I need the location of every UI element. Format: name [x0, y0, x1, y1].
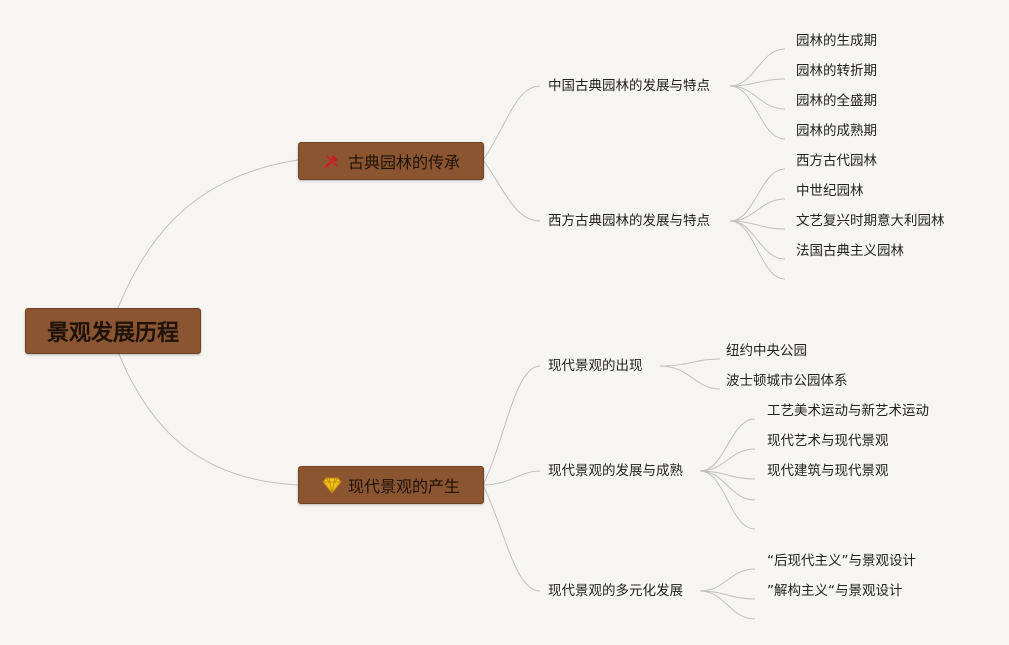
subtopic-item[interactable]: 西方古代园林: [796, 153, 877, 169]
subtopic-item[interactable]: 园林的全盛期: [796, 93, 877, 109]
topic-chinese-classical-gardens[interactable]: 中国古典园林的发展与特点: [548, 78, 710, 94]
subtopic-item[interactable]: 工艺美术运动与新艺术运动: [767, 403, 929, 419]
subtopic-item[interactable]: 现代艺术与现代景观: [767, 433, 889, 449]
connector-b2-c1: [482, 365, 541, 486]
branch-node-label: 现代景观的产生: [347, 477, 460, 496]
connector-b2-c2: [482, 470, 541, 486]
connector-c2-leaves: [729, 168, 786, 280]
topic-modern-landscape-maturity[interactable]: 现代景观的发展与成熟: [548, 463, 683, 479]
subtopic-item[interactable]: 现代建筑与现代景观: [767, 463, 889, 479]
connector-b1-c2: [482, 159, 541, 222]
connector-root-b1: [117, 159, 299, 309]
subtopic-item[interactable]: 纽约中央公园: [726, 343, 807, 359]
connector-b1-c1: [482, 85, 541, 161]
tools-icon: [322, 151, 342, 171]
subtopic-item[interactable]: 文艺复兴时期意大利园林: [796, 213, 945, 229]
connector-c1-leaves: [729, 48, 786, 140]
subtopic-item[interactable]: 园林的成熟期: [796, 123, 877, 139]
subtopic-item[interactable]: 中世纪园林: [796, 183, 864, 199]
subtopic-item[interactable]: 园林的转折期: [796, 63, 877, 79]
topic-modern-landscape-diversification[interactable]: 现代景观的多元化发展: [548, 583, 683, 599]
root-node-label: 景观发展历程: [46, 321, 179, 346]
connector-root-b2: [117, 351, 299, 486]
subtopic-item[interactable]: “后现代主义”与景观设计: [767, 553, 916, 569]
subtopic-item[interactable]: 法国古典主义园林: [796, 243, 904, 259]
topic-western-classical-gardens[interactable]: 西方古典园林的发展与特点: [548, 213, 710, 229]
branch-node-classical-gardens[interactable]: 古典园林的传承: [298, 142, 484, 180]
branch-node-modern-landscape[interactable]: 现代景观的产生: [298, 466, 484, 504]
connector-c4-leaves: [699, 418, 756, 530]
topic-modern-landscape-emergence[interactable]: 现代景观的出现: [548, 358, 643, 374]
diamond-icon: [322, 475, 342, 495]
connector-b2-c3: [482, 484, 541, 592]
root-node[interactable]: 景观发展历程: [25, 308, 201, 354]
subtopic-item[interactable]: ”解构主义“与景观设计: [767, 583, 903, 599]
connector-c3-leaves: [659, 358, 721, 390]
subtopic-item[interactable]: 波士顿城市公园体系: [726, 373, 848, 389]
connector-c5-leaves: [699, 568, 756, 620]
subtopic-item[interactable]: 园林的生成期: [796, 33, 877, 49]
branch-node-label: 古典园林的传承: [347, 153, 460, 172]
